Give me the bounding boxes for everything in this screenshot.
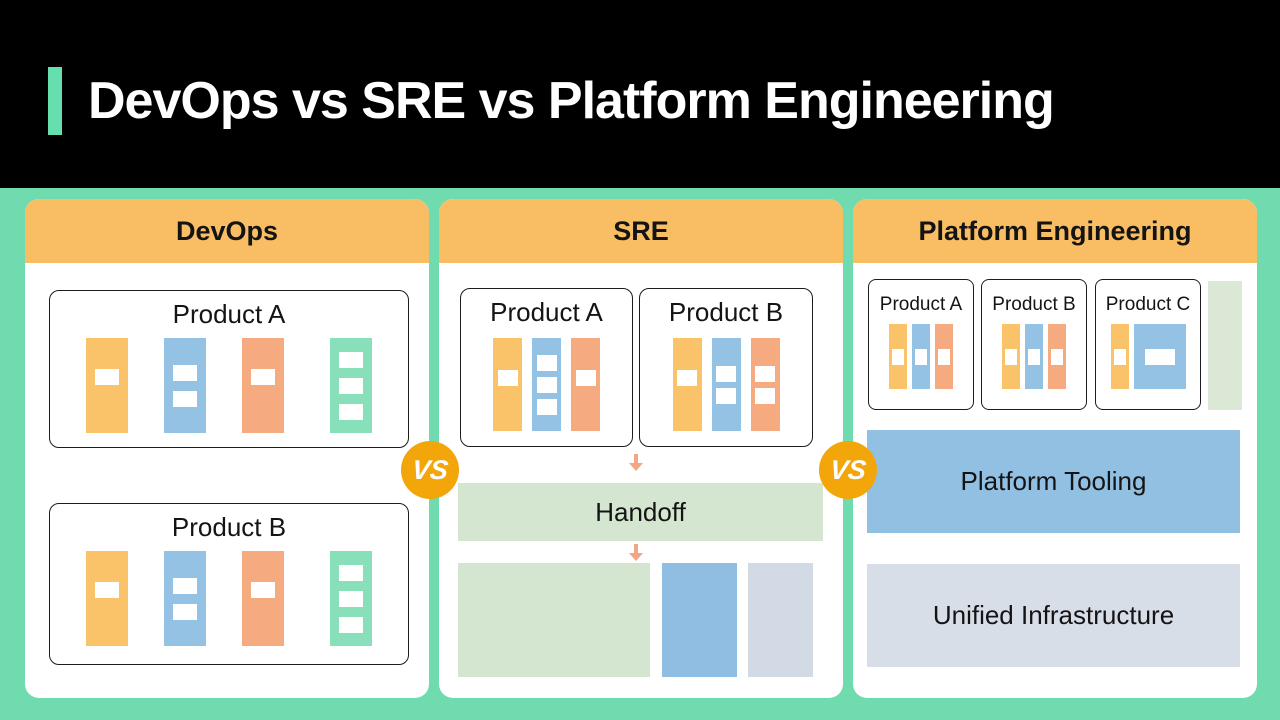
team-bar-orange [86,338,128,433]
down-arrow-icon [628,544,644,561]
sre-panel-header: SRE [439,199,843,263]
team-bars [1002,324,1066,389]
team-bar-green [330,551,372,646]
team-bar-orange [1110,324,1129,389]
sre-infra-block-gray [748,563,813,677]
team-bar-orange [493,338,522,431]
product-title: Product A [490,297,603,327]
notch [716,365,736,382]
handoff-block: Handoff [458,483,823,541]
notch [755,387,775,404]
platform-panel-header: Platform Engineering [853,199,1257,263]
team-bars [1110,324,1186,389]
team-bars [86,551,372,646]
notch [95,581,119,598]
vs-badge-label: VS [828,454,868,485]
notch [892,348,904,365]
notch [536,354,557,371]
notch [1051,348,1063,365]
notch [575,369,596,386]
product-title: Product A [879,294,963,315]
platform-product-c-box: Product C [1095,279,1201,410]
notch [339,616,363,633]
team-bar-salmon [242,551,284,646]
team-bar-orange [889,324,907,389]
notch [339,351,363,368]
notch [1005,348,1017,365]
team-bar-blue [532,338,561,431]
devops-panel: DevOps Product A Product B [25,199,429,698]
team-bar-blue [164,338,206,433]
platform-product-b-box: Product B [981,279,1087,410]
vs-badge: VS [401,441,459,499]
team-bar-blue [1133,324,1186,389]
team-bar-blue [1025,324,1043,389]
notch [251,581,275,598]
team-bar-blue [711,338,741,431]
notch [716,387,736,404]
team-bar-orange [672,338,702,431]
devops-panel-header: DevOps [25,199,429,263]
notch [755,365,775,382]
team-bars [493,338,600,431]
platform-panel: Platform Engineering Product A Product B… [853,199,1257,698]
vs-badge-label: VS [410,454,450,485]
notch [915,348,927,365]
notch [173,364,197,381]
platform-extra-strip [1208,281,1242,410]
team-bars [672,338,780,431]
notch [95,368,119,385]
notch [536,398,557,415]
product-title: Product C [1105,294,1191,315]
page-title: DevOps vs SRE vs Platform Engineering [88,72,1055,130]
notch [1144,348,1175,365]
team-bar-salmon [750,338,780,431]
notch [1028,348,1040,365]
notch [173,577,197,594]
title-accent-bar [48,67,62,135]
title-bar: DevOps vs SRE vs Platform Engineering [0,0,1280,188]
team-bar-salmon [935,324,953,389]
vs-badge: VS [819,441,877,499]
team-bar-salmon [1048,324,1066,389]
product-title: Product A [172,299,286,329]
team-bar-green [330,338,372,433]
team-bars [86,338,372,433]
team-bar-salmon [242,338,284,433]
platform-tooling-block: Platform Tooling [867,430,1240,533]
platform-product-a-box: Product A [868,279,974,410]
team-bars [889,324,953,389]
notch [173,390,197,407]
team-bar-blue [164,551,206,646]
down-arrow-icon [628,454,644,471]
notch [677,369,697,386]
sre-product-b-box: Product B [639,288,813,447]
notch [173,603,197,620]
notch [536,376,557,393]
team-bar-blue [912,324,930,389]
sre-product-a-box: Product A [460,288,633,447]
sre-panel: SRE Product A Product B Handoff [439,199,843,698]
product-title: Product B [171,512,287,542]
unified-infrastructure-block: Unified Infrastructure [867,564,1240,667]
team-bar-orange [1002,324,1020,389]
product-title: Product B [992,294,1076,315]
notch [339,377,363,394]
notch [497,369,518,386]
team-bar-orange [86,551,128,646]
team-bar-salmon [571,338,600,431]
notch [339,403,363,420]
notch [339,590,363,607]
devops-product-b-box: Product B [49,503,409,665]
product-title: Product B [668,297,784,327]
devops-product-a-box: Product A [49,290,409,448]
notch [938,348,950,365]
notch [339,564,363,581]
sre-infra-block-green [458,563,650,677]
notch [1113,348,1126,365]
notch [251,368,275,385]
sre-infra-block-blue [662,563,737,677]
